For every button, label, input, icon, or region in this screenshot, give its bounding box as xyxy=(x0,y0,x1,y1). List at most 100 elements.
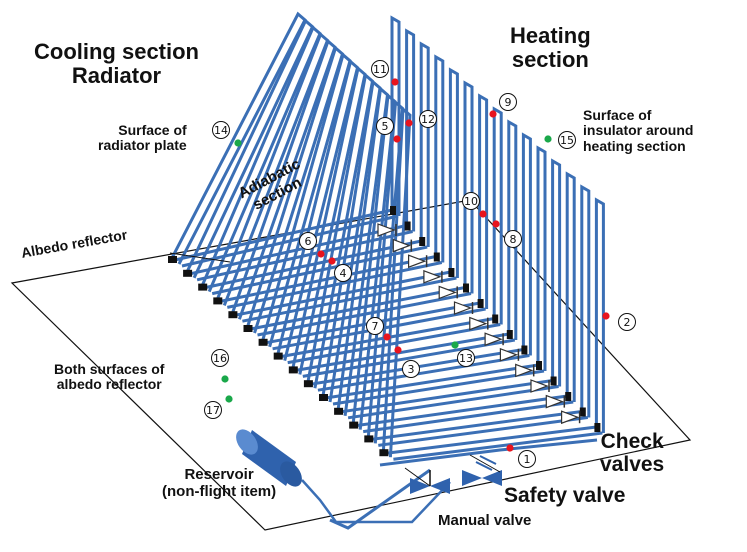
heating-loop xyxy=(448,67,459,278)
point-8-number: 8 xyxy=(510,233,517,246)
radiator-loop xyxy=(336,85,390,416)
heating-fitting xyxy=(536,361,542,370)
point-16-number: 16 xyxy=(213,352,227,365)
base-fitting xyxy=(168,256,177,263)
point-14-dot xyxy=(234,139,242,147)
point-6-badge xyxy=(299,232,317,250)
point-17-badge xyxy=(204,401,222,419)
point-15-number: 15 xyxy=(560,134,574,147)
adiabatic-pipe xyxy=(287,323,501,365)
heating-fitting xyxy=(594,423,601,432)
point-13-dot xyxy=(451,341,459,349)
point-4-number: 4 xyxy=(340,267,347,280)
adiabatic-pipe xyxy=(340,379,553,414)
reservoir-label: Reservoir (non-flight item) xyxy=(162,466,277,500)
check-valves-label: Check valves xyxy=(600,430,665,477)
heating-loop xyxy=(434,54,445,263)
heating-fitting xyxy=(492,314,499,324)
adiabatic-pipe xyxy=(393,431,603,461)
point-11-number: 11 xyxy=(373,63,387,76)
heating-fitting xyxy=(433,252,440,262)
point-1-dot xyxy=(506,444,514,452)
check-valve-icon xyxy=(530,379,549,393)
check-valves xyxy=(377,223,581,425)
adiabatic-pipe xyxy=(362,400,574,434)
point-12-number: 12 xyxy=(421,113,435,126)
adiabatic-pipe xyxy=(174,208,393,262)
heating-loop xyxy=(565,171,576,402)
base-fitting xyxy=(243,325,253,332)
point-9-dot xyxy=(489,110,497,118)
base-fitting xyxy=(213,297,223,305)
adiabatic-pipe xyxy=(189,224,407,276)
adiabatic-pipe xyxy=(257,292,472,337)
point-17-dot xyxy=(225,395,233,403)
point-14-badge xyxy=(212,121,230,139)
adiabatic-pipe xyxy=(378,416,588,447)
point-4-badge xyxy=(334,264,352,282)
adiabatic-pipe xyxy=(355,394,568,428)
adiabatic-pipe xyxy=(226,261,443,309)
base-fitting xyxy=(349,421,359,429)
heating-fitting xyxy=(404,221,411,231)
radiator-plate-label: Surface of radiator plate xyxy=(98,122,187,154)
reservoir-icon xyxy=(236,429,302,487)
manual-valve-label: Manual valve xyxy=(438,512,532,529)
heating-fitting xyxy=(463,283,469,293)
point-8-badge xyxy=(504,230,522,248)
base-fitting xyxy=(258,338,268,346)
point-13-number: 13 xyxy=(459,352,473,365)
heating-loop xyxy=(551,158,562,387)
heating-section-title: Heating section xyxy=(510,23,591,73)
base-fitting xyxy=(303,380,313,388)
radiator-loop xyxy=(200,25,322,293)
heating-loop xyxy=(536,145,547,371)
manual-valve-icon xyxy=(410,470,450,494)
check-valve-icon xyxy=(392,238,412,253)
point-10-dot xyxy=(479,210,487,218)
adiabatic-pipe xyxy=(196,230,413,282)
check-valve-icon xyxy=(377,223,396,237)
heating-loop xyxy=(405,28,416,232)
heating-loop xyxy=(594,197,605,433)
radiator-loop xyxy=(170,11,307,265)
adiabatic-pipe xyxy=(211,245,428,296)
point-13-badge xyxy=(457,349,475,367)
point-10-number: 10 xyxy=(464,195,478,208)
heating-loop xyxy=(463,80,474,294)
heating-fitting xyxy=(477,299,484,308)
point-12-dot xyxy=(405,119,413,127)
point-16-badge xyxy=(211,349,229,367)
check-valve-icon xyxy=(545,394,565,409)
insulator-label: Surface of insulator around heating sect… xyxy=(583,107,694,154)
base-fitting xyxy=(379,449,389,457)
check-valve-icon xyxy=(423,269,442,284)
adiabatic-pipe xyxy=(332,369,545,406)
heating-fitting xyxy=(390,206,396,215)
adiabatic-pipe xyxy=(295,332,510,372)
heating-fitting xyxy=(521,345,528,355)
check-valve-icon xyxy=(515,363,534,378)
base-fitting xyxy=(319,394,328,401)
heating-fitting xyxy=(550,376,557,386)
safety-valve-icon xyxy=(462,455,502,486)
point-3-number: 3 xyxy=(408,363,415,376)
reservoir-line xyxy=(301,479,451,524)
point-5-number: 5 xyxy=(382,120,389,133)
heating-loop xyxy=(419,41,430,247)
adiabatic-pipe xyxy=(386,425,597,455)
adiabatic-pipe xyxy=(302,338,516,378)
point-8-dot xyxy=(492,220,500,228)
point-15-dot xyxy=(544,135,552,143)
base-fitting xyxy=(183,269,193,277)
point-7-badge xyxy=(366,317,384,335)
heating-fitting xyxy=(419,237,426,246)
point-7-number: 7 xyxy=(372,320,379,333)
adiabatic-pipe xyxy=(250,286,466,331)
point-4-dot xyxy=(328,257,336,265)
heating-loop xyxy=(390,15,401,216)
safety-valve-label: Safety valve xyxy=(504,484,626,507)
point-5-dot xyxy=(393,135,401,143)
